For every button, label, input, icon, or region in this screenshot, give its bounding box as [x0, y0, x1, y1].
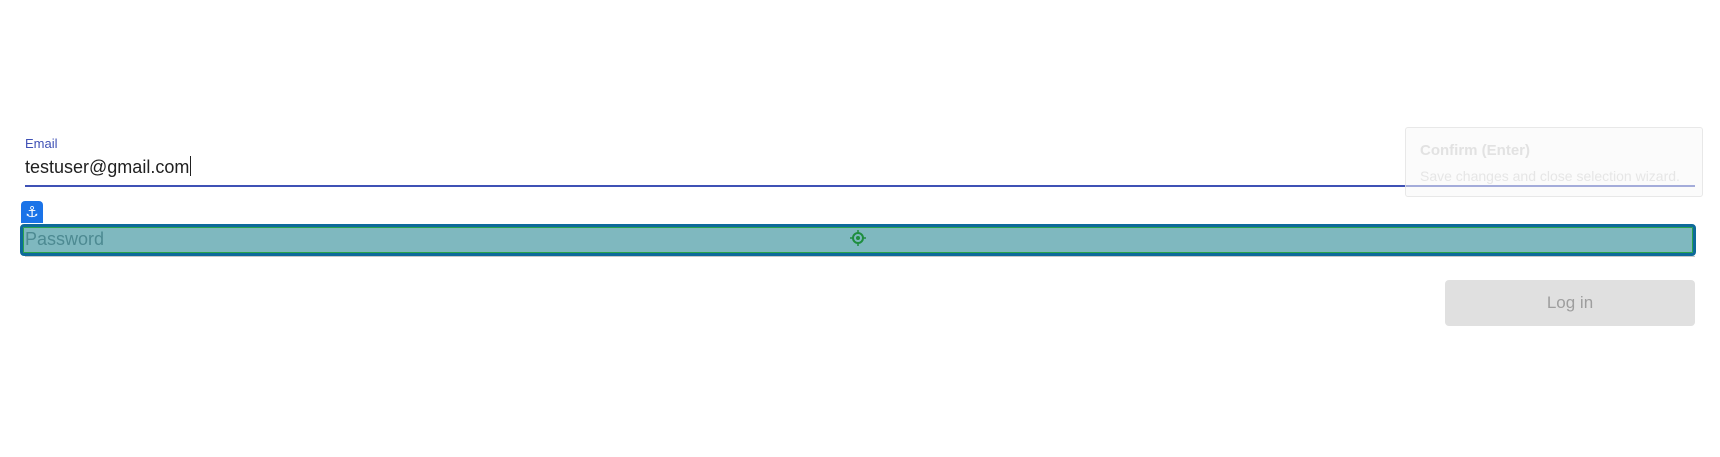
login-form: Email testuser@gmail.com Password ⚓ Log … — [20, 0, 1696, 457]
email-field[interactable]: testuser@gmail.com — [25, 156, 192, 178]
tooltip-title: Confirm (Enter) — [1420, 142, 1530, 159]
login-button[interactable]: Log in — [1445, 280, 1695, 326]
tooltip-description: Save changes and close selection wizard. — [1420, 168, 1680, 184]
email-label: Email — [25, 136, 58, 151]
email-underline — [25, 185, 1695, 187]
confirm-tooltip: Confirm (Enter) Save changes and close s… — [1405, 127, 1703, 197]
anchor-icon[interactable]: ⚓ — [21, 201, 43, 223]
crosshair-icon — [850, 230, 866, 246]
email-value: testuser@gmail.com — [25, 157, 190, 177]
text-caret — [190, 156, 192, 176]
password-underline — [25, 256, 1695, 257]
password-field[interactable]: Password — [25, 229, 105, 249]
